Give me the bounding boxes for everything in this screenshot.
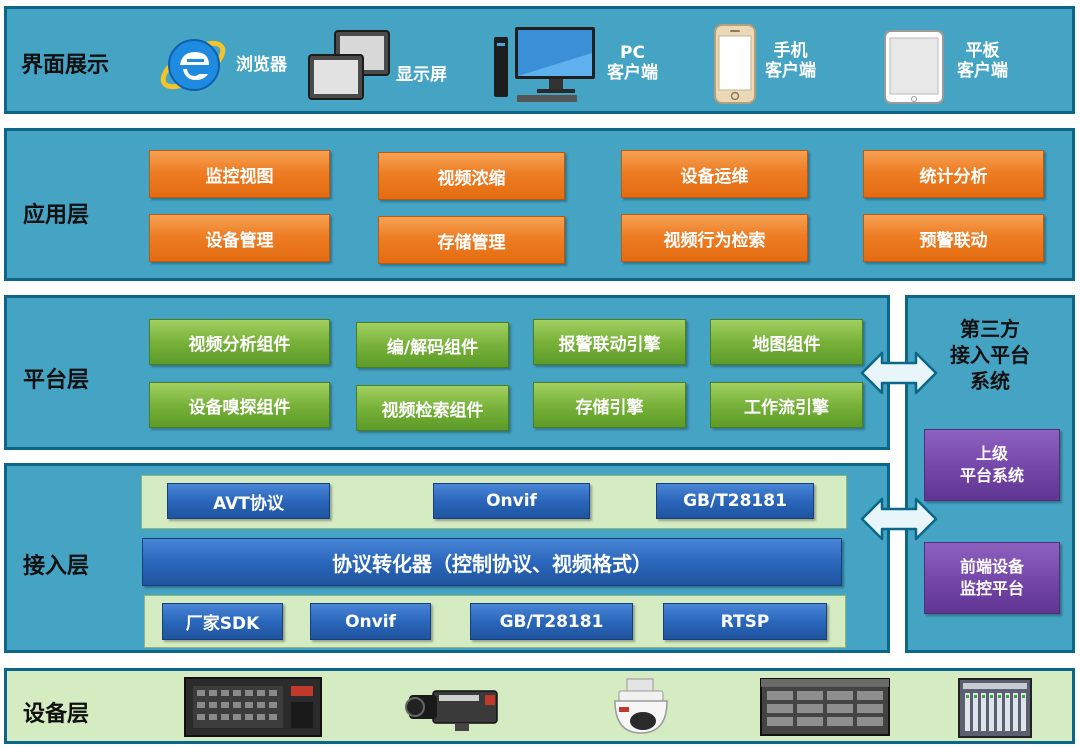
platform-workflow-engine: 工作流引擎: [710, 382, 863, 428]
pc-label-line1: PC: [607, 43, 658, 63]
phone-label-line1: 手机: [765, 41, 816, 61]
phone-label-line2: 客户端: [765, 61, 816, 81]
platform-storage-engine: 存储引擎: [533, 382, 686, 428]
access-third-party-double-arrow-icon: [860, 496, 938, 542]
tablet-label-line2: 客户端: [957, 61, 1008, 81]
frontend-line1: 前端设备: [960, 556, 1024, 578]
app-statistics: 统计分析: [863, 150, 1044, 198]
box-camera-icon: [405, 683, 501, 733]
app-device-management: 设备管理: [149, 214, 330, 262]
app-storage-management: 存储管理: [378, 216, 565, 264]
ie-browser-icon: [157, 25, 232, 100]
superior-platform-system: 上级 平台系统: [924, 429, 1060, 501]
platform-layer-title: 平台层: [23, 362, 89, 394]
platform-device-sniff: 设备嗅探组件: [149, 382, 330, 428]
tablet-icon: [883, 29, 945, 105]
platform-alarm-engine: 报警联动引擎: [533, 319, 686, 365]
platform-video-analysis: 视频分析组件: [149, 319, 330, 365]
superior-line2: 平台系统: [960, 465, 1024, 487]
tablet-label-line1: 平板: [957, 41, 1008, 61]
platform-codec: 编/解码组件: [356, 322, 509, 368]
pc-client-label: PC 客户端: [607, 43, 658, 83]
application-layer: 应用层 监控视图 视频浓缩 设备运维 统计分析 设备管理 存储管理 视频行为检索…: [4, 128, 1075, 281]
device-layer: 设备层: [4, 668, 1075, 744]
phone-client-label: 手机 客户端: [765, 41, 816, 81]
ui-layer: 界面展示 浏览器 显示屏: [4, 6, 1075, 114]
frontend-line2: 监控平台: [960, 578, 1024, 600]
app-device-ops: 设备运维: [621, 150, 808, 198]
superior-line1: 上级: [976, 443, 1008, 465]
dvr-recorder-icon: [183, 676, 323, 738]
access-layer: 接入层 AVT协议 Onvif GB/T28181 协议转化器（控制协议、视频格…: [4, 463, 890, 653]
third-party-panel: 第三方 接入平台 系统 上级 平台系统 前端设备 监控平台: [905, 295, 1075, 653]
third-party-title-line1: 第三方: [908, 316, 1072, 342]
display-label: 显示屏: [396, 65, 447, 85]
browser-label: 浏览器: [236, 55, 287, 75]
app-behavior-search: 视频行为检索: [621, 214, 808, 262]
pc-icon: [491, 23, 601, 105]
protocol-vendor-sdk: 厂家SDK: [162, 603, 283, 640]
app-alarm-linkage: 预警联动: [863, 214, 1044, 262]
platform-layer: 平台层 视频分析组件 编/解码组件 报警联动引擎 地图组件 设备嗅探组件 视频检…: [4, 295, 890, 450]
display-screen-icon: [305, 27, 395, 107]
platform-third-party-double-arrow-icon: [860, 350, 938, 396]
protocol-avt: AVT协议: [167, 483, 330, 519]
protocol-converter: 协议转化器（控制协议、视频格式）: [142, 538, 842, 586]
tablet-client-label: 平板 客户端: [957, 41, 1008, 81]
protocol-onvif-bottom: Onvif: [310, 603, 431, 640]
application-layer-title: 应用层: [23, 197, 89, 229]
access-layer-title: 接入层: [23, 548, 89, 580]
storage-server-icon: [759, 677, 891, 737]
encoder-chassis-icon: [957, 677, 1033, 739]
platform-map: 地图组件: [710, 319, 863, 365]
device-layer-title: 设备层: [23, 696, 89, 728]
app-video-synopsis: 视频浓缩: [378, 152, 565, 200]
frontend-monitoring-platform: 前端设备 监控平台: [924, 542, 1060, 614]
app-monitor-view: 监控视图: [149, 150, 330, 198]
protocol-onvif-top: Onvif: [433, 483, 590, 519]
protocol-rtsp: RTSP: [663, 603, 827, 640]
pc-label-line2: 客户端: [607, 63, 658, 83]
protocol-gbt28181-bottom: GB/T28181: [470, 603, 633, 640]
platform-video-search: 视频检索组件: [356, 385, 509, 431]
protocol-gbt28181-top: GB/T28181: [656, 483, 814, 519]
ui-layer-title: 界面展示: [21, 47, 109, 79]
dome-camera-icon: [603, 677, 679, 739]
smartphone-icon: [713, 23, 757, 105]
